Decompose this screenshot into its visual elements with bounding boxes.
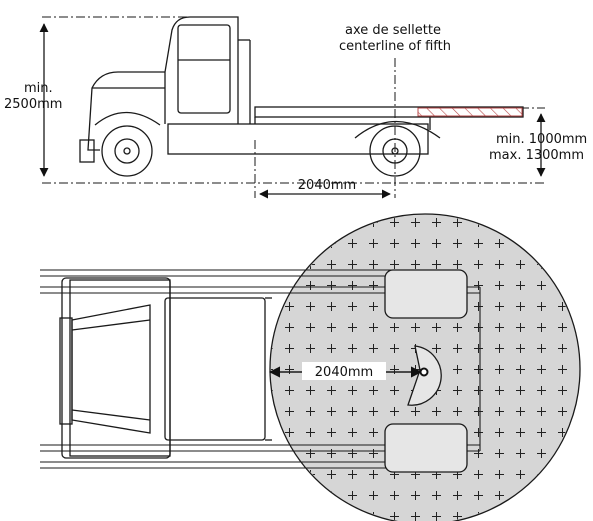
side-view: [39, 16, 546, 199]
fifth-wheel-label-fr: axe de sellette: [345, 23, 441, 38]
distance-label-top: 2040mm: [315, 365, 373, 380]
chassis-frame: [167, 123, 429, 155]
rear-wheels-bottom: [384, 423, 468, 473]
front-wheel: [101, 125, 153, 177]
cab-outline-top: [61, 277, 171, 459]
cab-window: [177, 24, 231, 114]
reference-lines: [42, 16, 545, 198]
flatbed-deck: [254, 106, 524, 118]
rear-wheel: [369, 125, 421, 177]
rear-fender: [354, 120, 441, 139]
top-view: [40, 213, 581, 521]
deck-min-label: min. 1000mm: [496, 132, 587, 147]
truck-cab: [164, 16, 239, 124]
fifth-wheel-label-en: centerline of fifth: [339, 39, 451, 54]
hood-top: [71, 304, 151, 434]
truck-hood: [87, 71, 165, 151]
distance-label-side: 2040mm: [298, 178, 356, 193]
cab-body-top: [164, 297, 266, 441]
front-fender: [94, 112, 161, 126]
rear-wheels-top: [384, 269, 468, 319]
deck-max-label: max. 1300mm: [489, 148, 584, 163]
kingpin-center: [419, 367, 429, 377]
height-min-label: min.: [24, 81, 53, 96]
height-value-label: 2500mm: [4, 97, 62, 112]
deck-extension-hatch: [417, 107, 523, 117]
